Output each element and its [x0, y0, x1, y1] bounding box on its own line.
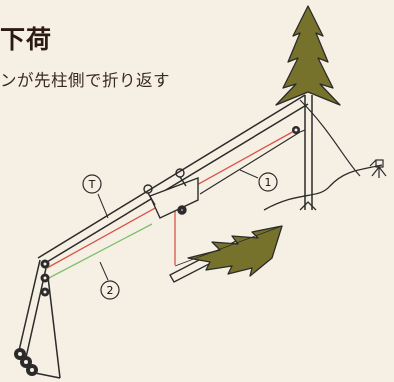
ground-curve [263, 164, 383, 211]
main-lines [17, 94, 309, 379]
hauled-log-crown [187, 225, 283, 277]
haulback-lines [199, 129, 306, 195]
spar-tree-crown [275, 5, 341, 106]
yarder-pulleys [40, 259, 50, 297]
spar-sheave [292, 126, 300, 134]
callout-t-label: T [88, 178, 96, 191]
callout-t: T [82, 174, 109, 219]
guy-line [299, 99, 361, 177]
hauled-log [169, 225, 283, 283]
callout-two: 2 [99, 261, 120, 300]
spar-tree [275, 5, 341, 211]
callout-one: 1 [239, 169, 278, 192]
carriage [143, 168, 199, 219]
yarder-drums [14, 348, 38, 376]
page-title: 下荷 [0, 25, 53, 54]
callout-two-label: 2 [107, 284, 114, 297]
callout-one-label: 1 [265, 176, 272, 189]
page-subtitle: ンが先柱側で折り返す [0, 71, 170, 90]
anchor-stake [369, 159, 387, 178]
green-line [46, 223, 153, 280]
